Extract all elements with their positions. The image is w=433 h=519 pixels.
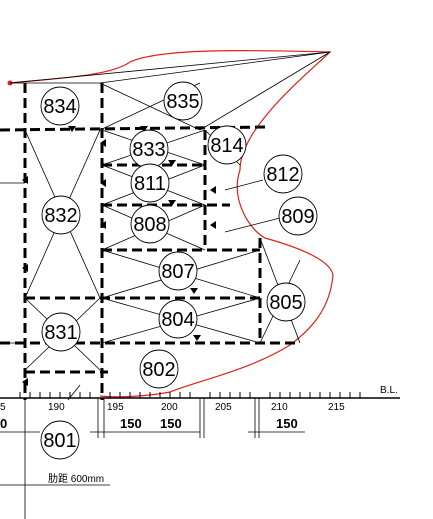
svg-text:833: 833 — [132, 139, 165, 161]
compartment-812: 812 — [263, 154, 303, 194]
svg-text:807: 807 — [161, 261, 194, 283]
svg-text:801: 801 — [43, 430, 76, 452]
svg-text:834: 834 — [43, 96, 76, 118]
svg-text:832: 832 — [44, 205, 77, 227]
bulkheads — [0, 83, 300, 400]
compartment-811: 811 — [130, 163, 170, 203]
svg-text:808: 808 — [133, 214, 166, 236]
svg-text:150: 150 — [160, 416, 182, 431]
svg-text:150: 150 — [120, 416, 142, 431]
svg-text:150: 150 — [276, 416, 298, 431]
compartment-809: 809 — [278, 196, 318, 236]
frame-spacing-note: 肋距 600mm — [48, 472, 104, 485]
baseline-label: B.L. — [380, 385, 398, 396]
compartment-807: 807 — [158, 251, 198, 291]
svg-text:802: 802 — [142, 359, 175, 381]
svg-text:809: 809 — [281, 206, 314, 228]
svg-text:811: 811 — [134, 173, 166, 195]
compartment-814: 814 — [207, 125, 247, 165]
compartment-835: 835 — [163, 81, 203, 121]
svg-text:831: 831 — [44, 322, 77, 344]
svg-text:195: 195 — [107, 402, 124, 413]
compartment-833: 833 — [129, 129, 169, 169]
baseline-ticks — [19, 392, 361, 398]
compartment-labels: 834 835 833 814 812 811 832 809 808 807 … — [40, 81, 318, 460]
compartment-831: 831 — [41, 312, 81, 352]
svg-text:804: 804 — [161, 309, 194, 331]
compartment-832: 832 — [41, 195, 81, 235]
svg-text:200: 200 — [161, 402, 178, 413]
svg-text:814: 814 — [210, 135, 243, 157]
frame-tick-labels: 5 190 195 200 205 210 215 — [0, 402, 345, 413]
svg-text:0: 0 — [0, 416, 7, 431]
dimension-lines — [0, 398, 305, 519]
svg-text:190: 190 — [48, 402, 65, 413]
compartment-808: 808 — [130, 204, 170, 244]
compartment-804: 804 — [158, 299, 198, 339]
svg-text:210: 210 — [271, 402, 288, 413]
svg-text:205: 205 — [215, 402, 232, 413]
compartment-805: 805 — [266, 282, 306, 322]
compartment-801: 801 — [40, 420, 80, 460]
spacing-dimensions: 0 150 150 150 — [0, 416, 298, 431]
svg-text:812: 812 — [266, 164, 299, 186]
svg-text:835: 835 — [166, 91, 199, 113]
compartment-802: 802 — [139, 349, 179, 389]
svg-text:215: 215 — [328, 402, 345, 413]
svg-text:5: 5 — [0, 402, 6, 413]
compartment-834: 834 — [40, 86, 80, 126]
svg-text:805: 805 — [269, 292, 302, 314]
